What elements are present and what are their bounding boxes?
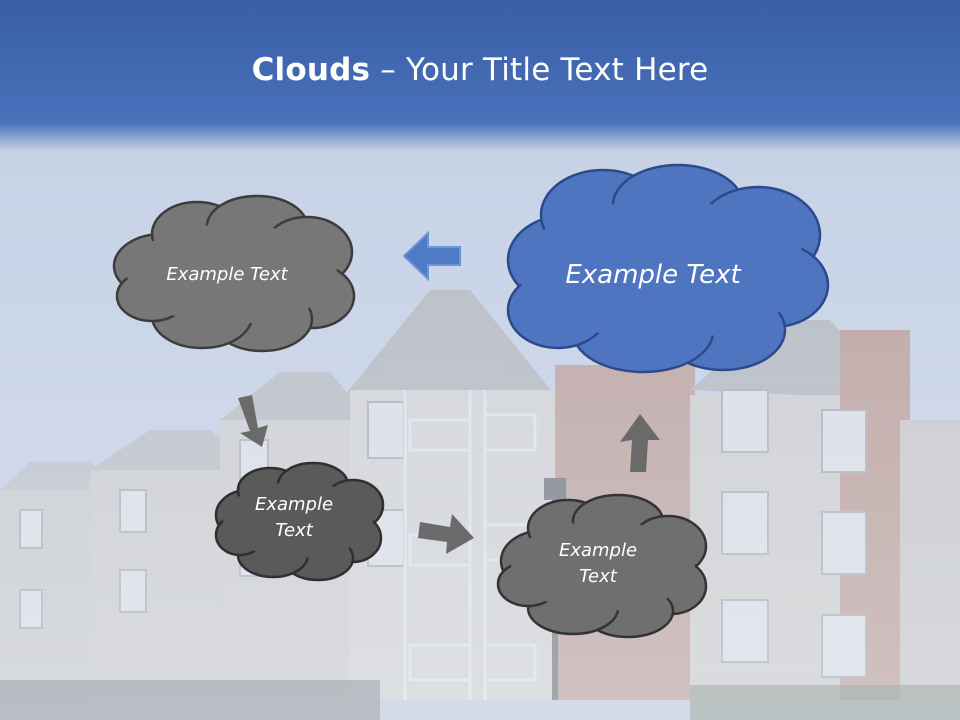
title-bold: Clouds [251, 52, 371, 88]
cloud-2-label: Example Text [565, 260, 741, 290]
cloud-3-shape [214, 461, 385, 582]
cloud-4-line2: Text [579, 566, 617, 588]
cloud-1-shape [112, 194, 356, 353]
arrow-left-icon [402, 230, 461, 282]
cloud-2-text: Example Text [523, 257, 783, 295]
slide-title: Clouds – Your Title Text Here [0, 52, 960, 88]
arrow-right-icon [418, 514, 474, 554]
cloud-1-label: Example Text [166, 264, 288, 285]
cloud-3-text: Example Text [228, 492, 360, 544]
arrow-up-icon [620, 414, 660, 472]
cloud-1-text: Example Text [132, 262, 322, 288]
cloud-4-text: Example Text [528, 538, 668, 590]
arrow-down-icon [238, 395, 268, 447]
cloud-2-shape [506, 163, 830, 374]
title-dash: – [370, 52, 406, 88]
title-rest: Your Title Text Here [406, 52, 709, 88]
cloud-3-line2: Text [275, 520, 313, 542]
cloud-4-shape [496, 493, 708, 639]
cloud-4-line1: Example [558, 540, 638, 561]
cloud-3-line1: Example [254, 494, 334, 515]
